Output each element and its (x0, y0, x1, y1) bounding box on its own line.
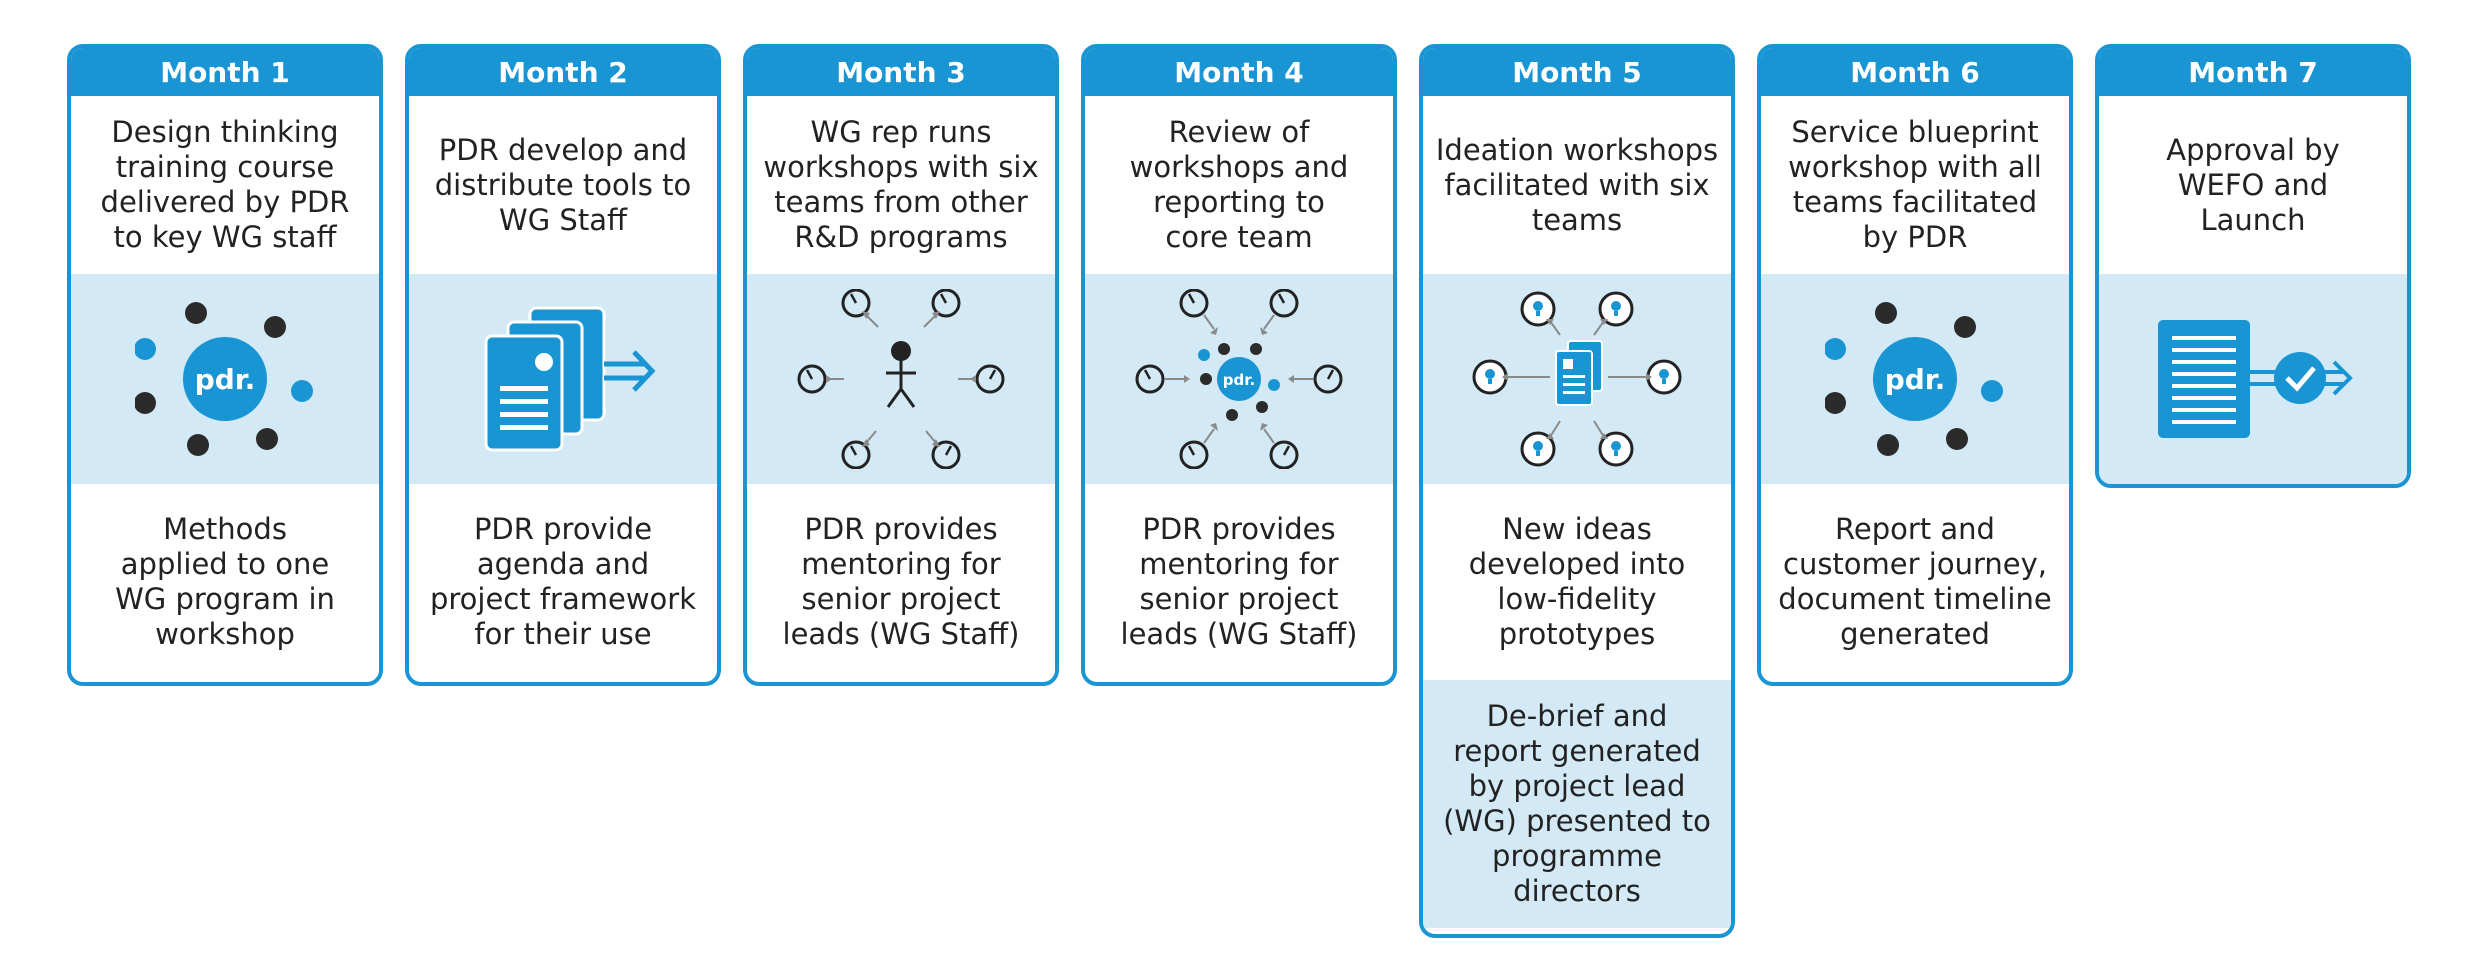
pdr-network-icon: pdr. (71, 274, 379, 484)
ideas-document-icon (1423, 274, 1731, 484)
month-5-activity-text: Ideation workshops facilitated with six … (1435, 132, 1719, 237)
month-2-activity-text: PDR develop and distribute tools to WG S… (434, 132, 692, 237)
pdr-logo-text: pdr. (1223, 371, 1255, 389)
month-5-outcome-text: New ideas developed into low-fidelity pr… (1468, 512, 1686, 651)
month-6-header: Month 6 (1761, 48, 2069, 96)
pdr-logo-text: pdr. (195, 363, 256, 396)
pdr-network-icon: pdr. (1761, 274, 2069, 484)
pdr-logo-text: pdr. (1885, 363, 1946, 396)
month-4-header: Month 4 (1085, 48, 1393, 96)
documents-distribute-icon (409, 274, 717, 484)
month-6-outcome-text: Report and customer journey, document ti… (1778, 512, 2052, 651)
document-approval-icon (2099, 274, 2407, 484)
month-5-header: Month 5 (1423, 48, 1731, 96)
month-2-card: Month 2 PDR develop and distribute tools… (405, 44, 721, 686)
month-6-activity-text: Service blueprint workshop with all team… (1788, 115, 2042, 254)
month-2-header: Month 2 (409, 48, 717, 96)
month-3-outcome-text: PDR provides mentoring for senior projec… (782, 512, 1020, 651)
month-4-outcome-text: PDR provides mentoring for senior projec… (1120, 512, 1358, 651)
month-5-debrief-text: De-brief and report generated by project… (1423, 680, 1731, 928)
pdr-review-teams-icon: pdr. (1085, 274, 1393, 484)
rep-six-teams-icon (747, 274, 1055, 484)
month-7-activity-text: Approval by WEFO and Launch (2166, 132, 2340, 237)
month-1-card: Month 1 Design thinking training course … (67, 44, 383, 686)
month-5-card: Month 5 Ideation workshops facilitated w… (1419, 44, 1735, 938)
month-2-outcome-text: PDR provide agenda and project framework… (429, 512, 697, 651)
month-7-card: Month 7 Approval by WEFO and Launch (2095, 44, 2411, 488)
month-1-header: Month 1 (71, 48, 379, 96)
month-1-activity-text: Design thinking training course delivere… (100, 115, 350, 254)
month-3-card: Month 3 WG rep runs workshops with six t… (743, 44, 1059, 686)
month-1-outcome-text: Methods applied to one WG program in wor… (115, 512, 335, 651)
month-3-activity-text: WG rep runs workshops with six teams fro… (763, 115, 1039, 254)
month-4-activity-text: Review of workshops and reporting to cor… (1129, 115, 1349, 254)
month-4-card: Month 4 Review of workshops and reportin… (1081, 44, 1397, 686)
month-6-card: Month 6 Service blueprint workshop with … (1757, 44, 2073, 686)
month-3-header: Month 3 (747, 48, 1055, 96)
month-7-header: Month 7 (2099, 48, 2407, 96)
